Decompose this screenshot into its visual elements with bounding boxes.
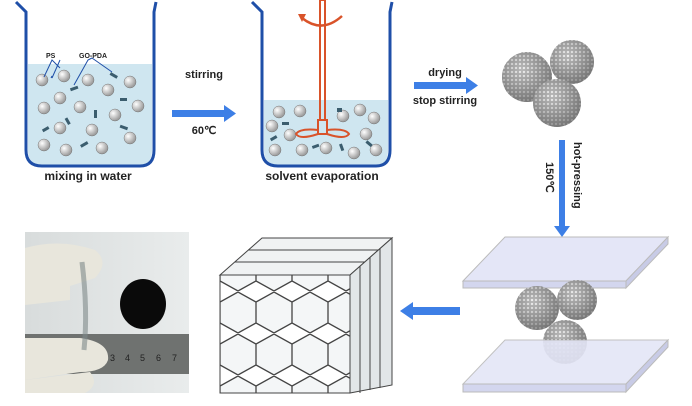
stirrer <box>294 0 351 138</box>
svg-text:5: 5 <box>140 353 145 363</box>
ruler-ticks: 3 4 5 6 7 <box>110 353 177 363</box>
arrow-to-foam <box>400 302 460 320</box>
hot-press <box>461 235 670 394</box>
coated-spheres <box>502 40 594 127</box>
ps-label: PS <box>46 53 56 60</box>
svg-text:6: 6 <box>156 353 161 363</box>
ps-spheres <box>35 69 145 157</box>
honeycomb-cube <box>218 236 394 394</box>
gloved-hand <box>25 243 109 393</box>
temp-150-label: 150℃ <box>543 162 555 193</box>
arrow-hot-pressing: hot-pressing 150℃ <box>543 140 583 237</box>
film-sample <box>79 261 89 351</box>
evaporation-label: solvent evaporation <box>265 169 378 183</box>
go-pda-flakes <box>41 72 129 148</box>
go-pda-flakes <box>269 108 373 152</box>
label-pointers <box>43 57 113 86</box>
stop-stirring-label: stop stirring <box>413 95 477 107</box>
beaker-evaporation: solvent evaporation <box>250 0 394 183</box>
arrow-stirring: stirring 60℃ <box>172 69 236 137</box>
ps-spheres <box>265 103 383 160</box>
stirring-label: stirring <box>185 69 223 81</box>
hot-pressing-label: hot-pressing <box>571 142 583 209</box>
temp-60-label: 60℃ <box>192 125 217 137</box>
mixing-label: mixing in water <box>44 169 132 183</box>
sample-photo: 3 4 5 6 7 <box>25 232 189 393</box>
drying-label: drying <box>428 67 462 79</box>
black-disc <box>120 279 166 329</box>
svg-text:4: 4 <box>125 353 130 363</box>
beaker-mixing: PS GO-PDA mixing in water <box>14 0 158 183</box>
svg-text:7: 7 <box>172 353 177 363</box>
svg-text:3: 3 <box>110 353 115 363</box>
go-pda-label: GO-PDA <box>79 53 107 60</box>
arrow-drying: drying stop stirring <box>413 67 478 107</box>
